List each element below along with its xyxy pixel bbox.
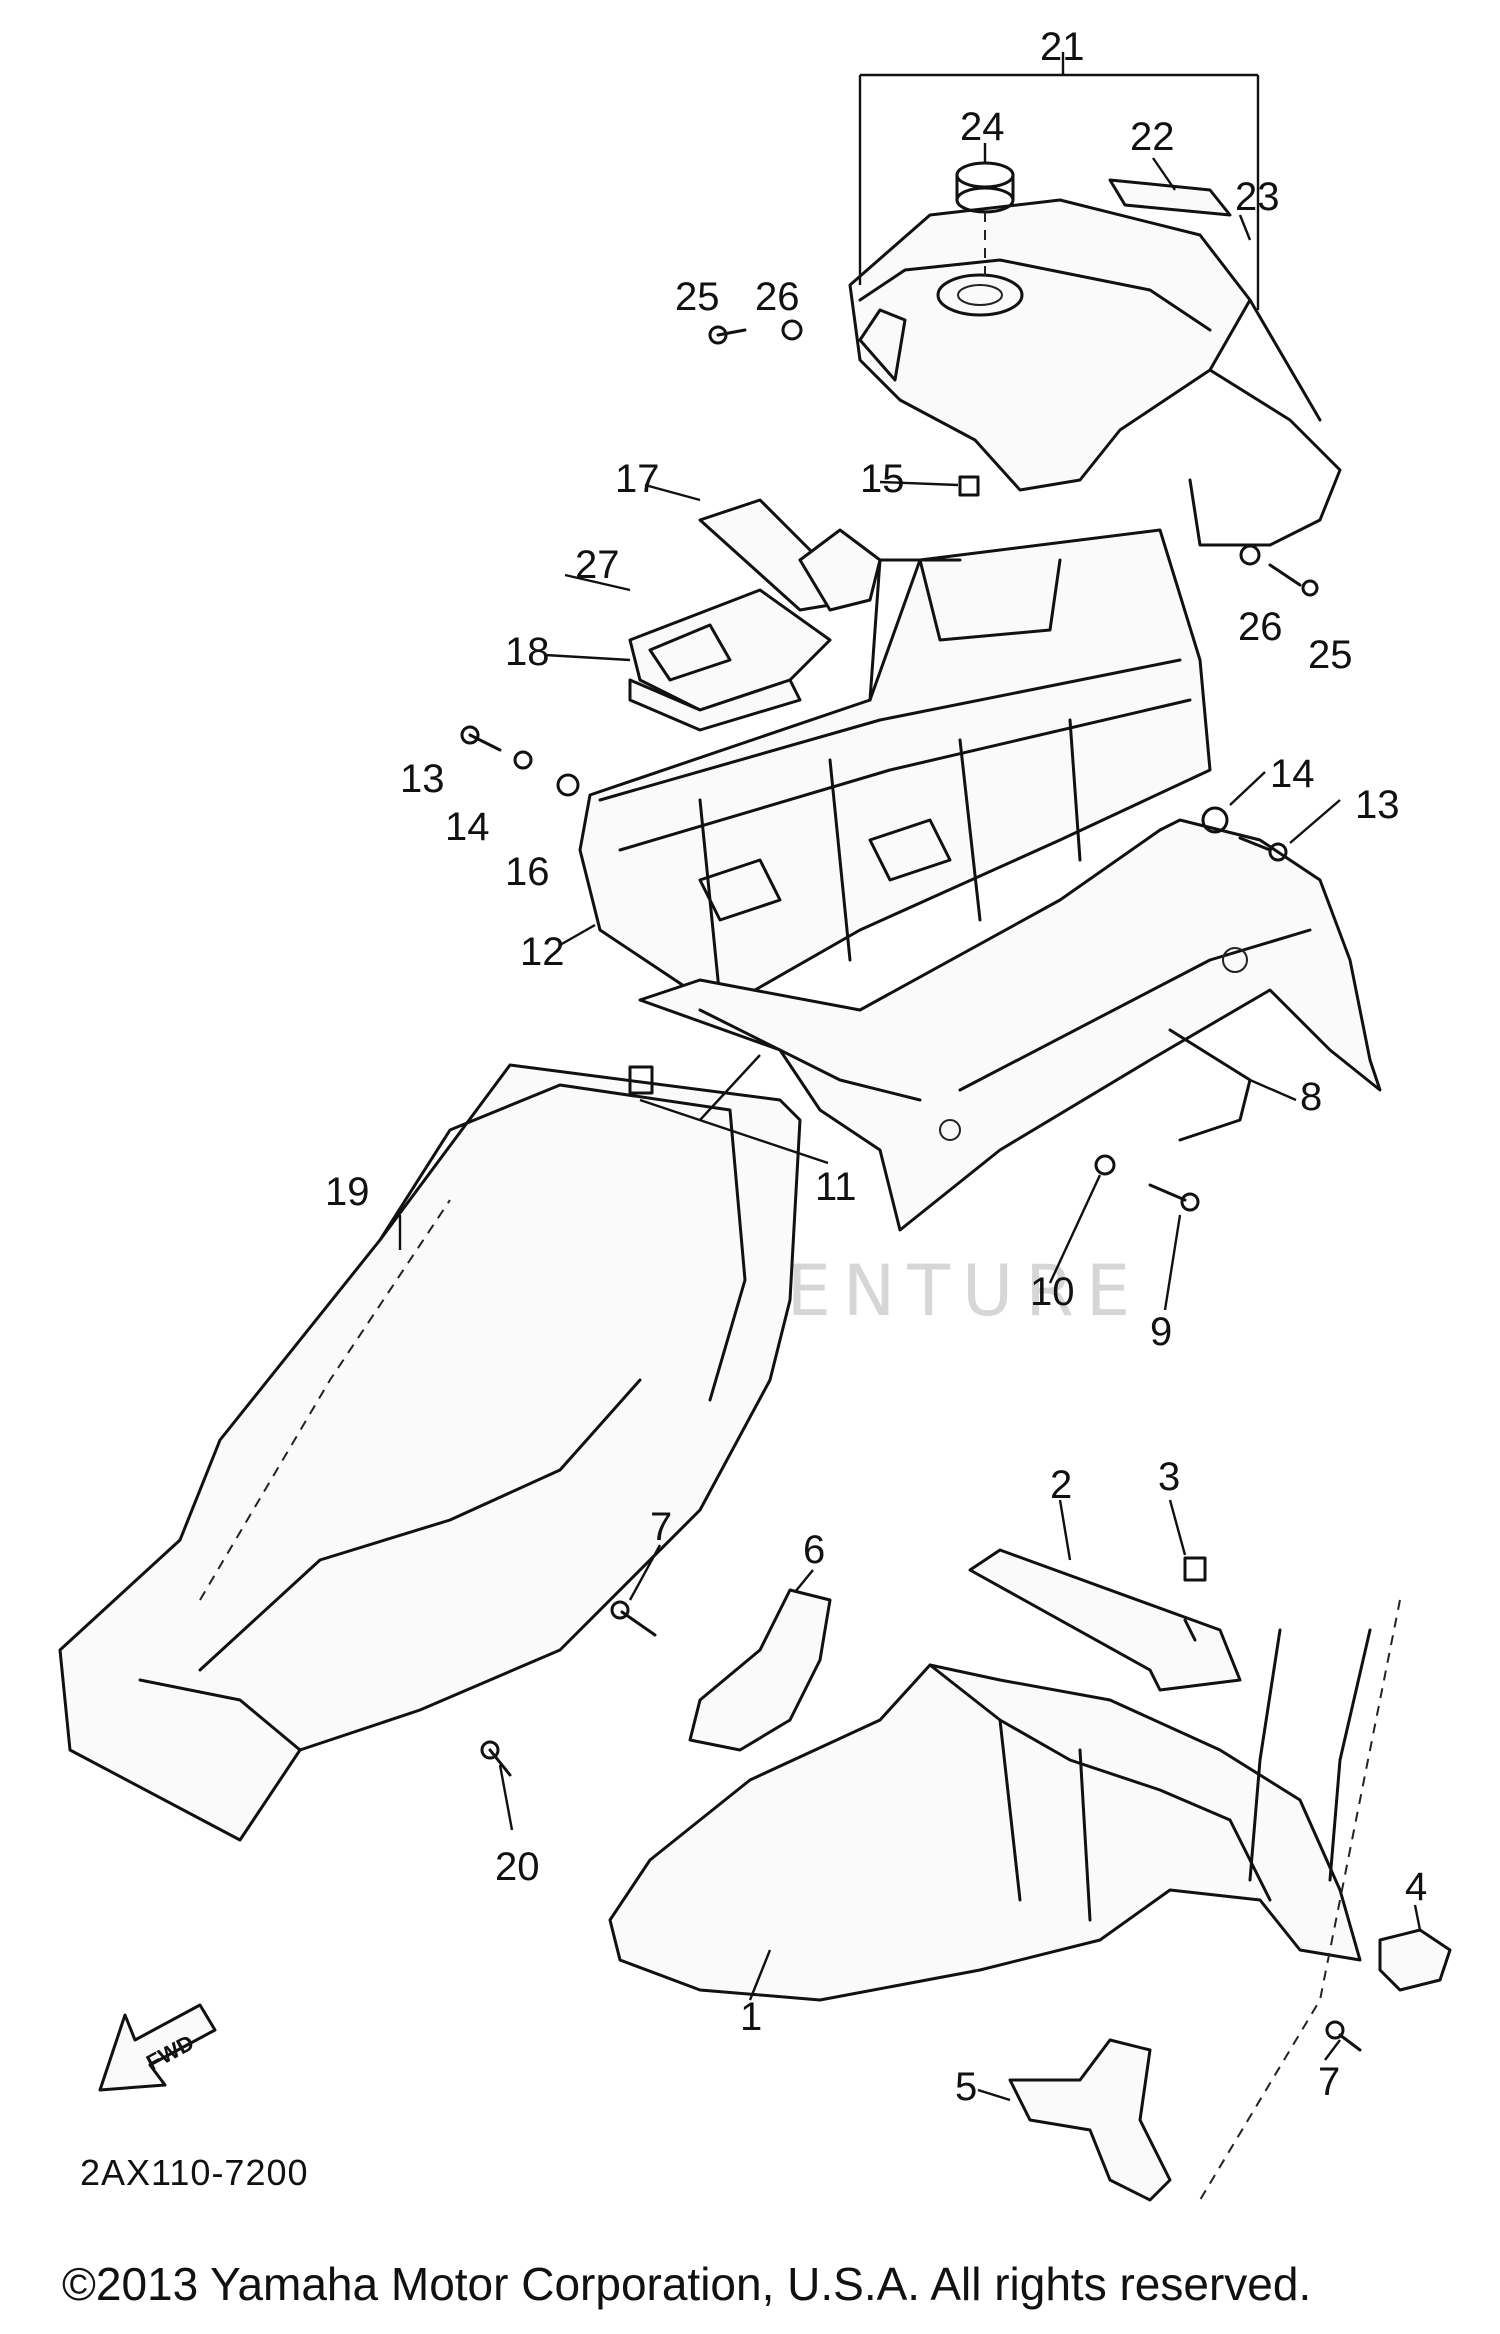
callout-19: 19 [325,1170,370,1214]
front-fender [608,1663,1362,2002]
battery-box [578,528,1212,1012]
label-22 [1108,178,1232,217]
callout-5: 5 [955,2065,977,2109]
fasteners [460,319,1362,2052]
callout-6: 6 [803,1528,825,1572]
cap-24 [955,161,1015,214]
callout-23: 23 [1235,175,1280,219]
callout-18: 18 [505,630,550,674]
callout-22: 22 [1130,115,1175,159]
rear-inner-fender [58,1063,802,1842]
bracket-6 [688,1588,832,1752]
callout-25a: 25 [675,275,720,319]
callout-20: 20 [495,1845,540,1889]
callout-9: 9 [1150,1310,1172,1354]
callout-3: 3 [1158,1455,1180,1499]
callout-25b: 25 [1308,633,1353,677]
front-fork [1199,1599,1401,2201]
callout-15: 15 [860,457,905,501]
callout-14a: 14 [445,805,490,849]
callout-13b: 13 [1355,783,1400,827]
callout-13a: 13 [400,757,445,801]
callout-1: 1 [740,1995,762,2039]
diagram-part-code: 2AX110-7200 [80,2152,309,2193]
callout-7b: 7 [1318,2060,1340,2104]
callout-27: 27 [575,543,620,587]
callout-2: 2 [1050,1463,1072,1507]
fender-stay-2 [968,1548,1242,1692]
tool-box-cover [848,198,1342,547]
callout-4: 4 [1405,1865,1427,1909]
callout-7a: 7 [650,1505,672,1549]
battery-strap [698,498,882,612]
callout-21: 21 [1040,25,1085,69]
callout-11: 11 [815,1165,857,1209]
callout-14b: 14 [1270,752,1315,796]
leader-lines [398,52,1422,2102]
callout-8: 8 [1300,1075,1322,1119]
callout-12: 12 [520,930,565,974]
callout-26a: 26 [755,275,800,319]
callout-17: 17 [615,457,660,501]
callout-24: 24 [960,105,1005,149]
forward-arrow-icon: FWD [98,2003,217,2092]
copyright-notice: ©2013 Yamaha Motor Corporation, U.S.A. A… [62,2258,1311,2310]
callout-16: 16 [505,850,550,894]
callout-labels: 1 2 3 4 5 6 7 7 8 9 10 11 12 13 13 14 14… [325,25,1427,2109]
battery-pad [628,588,832,732]
clamp-4 [1378,1928,1452,1992]
callout-26b: 26 [1238,605,1283,649]
mounting-bracket [638,818,1382,1232]
bracket-5 [1008,2038,1172,2202]
callout-10: 10 [1030,1270,1075,1314]
